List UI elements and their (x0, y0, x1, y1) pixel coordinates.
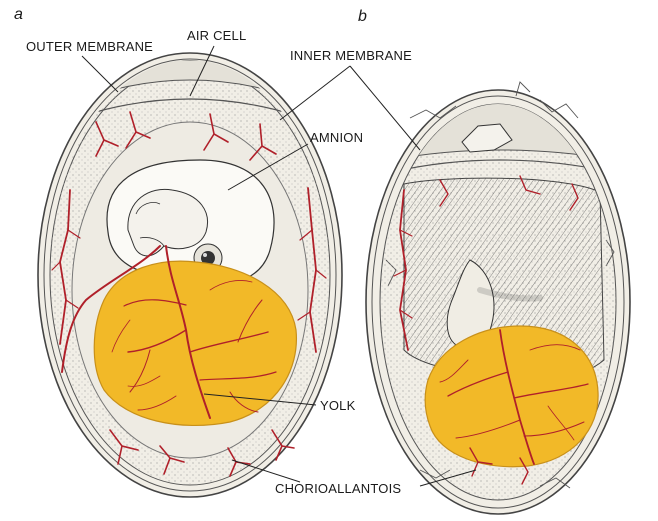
leader-inner-membrane-a (280, 66, 350, 120)
panel-letter-a: a (14, 6, 23, 23)
egg-a (38, 53, 342, 497)
label-outer-membrane-text: OUTER MEMBRANE (26, 39, 153, 54)
label-inner-membrane-text: INNER MEMBRANE (290, 48, 412, 63)
label-amnion-text: AMNION (310, 130, 363, 145)
label-yolk-text: YOLK (320, 398, 356, 413)
leader-outer-membrane (82, 56, 118, 92)
egg-b (366, 82, 630, 514)
panel-letter-b: b (358, 8, 367, 25)
label-chorioallantois-text: CHORIOALLANTOIS (275, 481, 401, 496)
label-air-cell-text: AIR CELL (187, 28, 246, 43)
egg-a-yolk (94, 261, 296, 425)
